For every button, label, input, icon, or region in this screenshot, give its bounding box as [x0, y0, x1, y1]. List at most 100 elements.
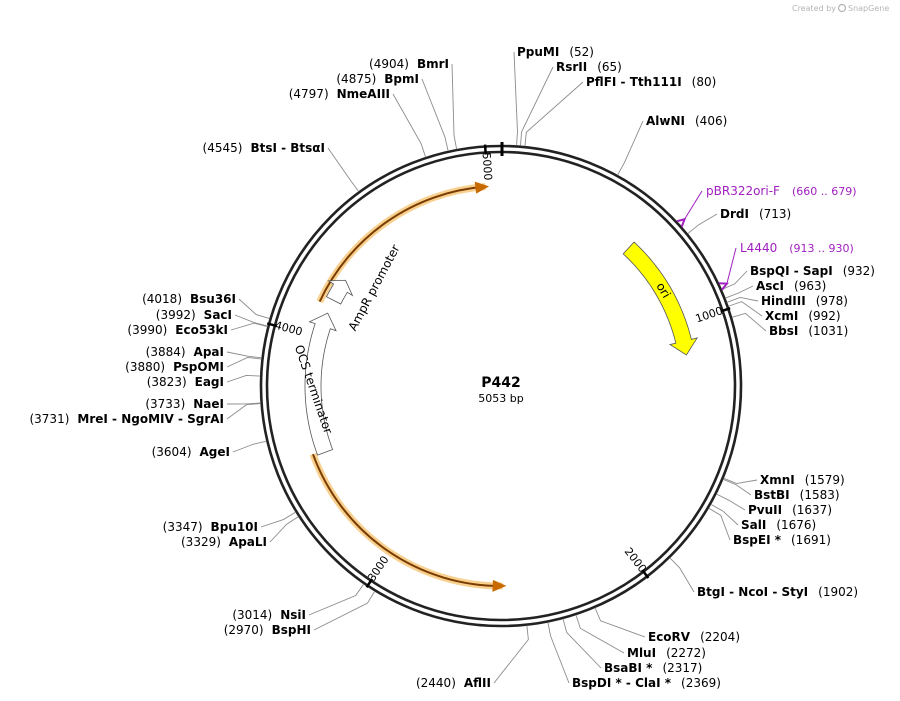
site-labels: PpuMI(52)RsrII(65)PflFI - Tth111I(80) Alw…	[29, 45, 874, 690]
restriction-site-label[interactable]: AscI(963)	[756, 279, 826, 293]
restriction-site-label[interactable]: AlwNI(406)	[646, 114, 727, 128]
site-leader-line	[234, 314, 268, 327]
tick-mark	[483, 144, 487, 155]
orf-arrowhead	[492, 579, 507, 592]
restriction-site-label[interactable]: HindIII(978)	[761, 294, 848, 308]
site-leader-line	[723, 477, 758, 485]
site-leader-line	[238, 298, 270, 319]
site-leader-line	[451, 63, 458, 150]
restriction-site-label[interactable]: BspDI * - ClaI *(2369)	[572, 676, 721, 690]
restriction-site-label[interactable]: BstBI(1583)	[754, 488, 840, 502]
site-leader-line	[226, 356, 262, 368]
site-leader-lines	[226, 51, 767, 684]
site-leader-line	[575, 614, 625, 654]
site-leader-line	[421, 78, 449, 151]
restriction-site-label[interactable]: (3733)NaeI	[145, 397, 224, 411]
site-leader-line	[392, 93, 427, 158]
restriction-site-label[interactable]: BspEI *(1691)	[733, 533, 831, 547]
tick-label: 3000	[365, 553, 391, 584]
site-leader-line	[669, 557, 695, 593]
site-leader-line	[226, 403, 261, 420]
restriction-site-label[interactable]: (3347)Bpu10I	[163, 520, 258, 534]
restriction-site-label[interactable]: (4875)BpmI	[336, 72, 419, 86]
tick-mark	[365, 578, 374, 588]
feature-arrow[interactable]	[622, 241, 699, 356]
restriction-site-label[interactable]: (3731)MreI - NgoMIV - SgrAI	[29, 412, 224, 426]
primer-label[interactable]: pBR322ori-F(660 .. 679)	[706, 184, 857, 198]
feature-label: AmpR promoter	[346, 242, 403, 333]
site-leader-line	[547, 622, 570, 684]
site-leader-line	[226, 351, 262, 359]
restriction-site-label[interactable]: BspQI - SapI(932)	[750, 264, 875, 278]
site-leader-line	[594, 607, 646, 638]
restriction-site-label[interactable]: (3990)Eco53kI	[127, 323, 228, 337]
orf-arrow[interactable]	[318, 185, 486, 303]
tick-label: 1000	[694, 304, 725, 325]
restriction-site-label[interactable]: (3014)NsiI	[232, 608, 306, 622]
site-leader-line	[708, 507, 731, 541]
restriction-site-label[interactable]: XmnI(1579)	[760, 473, 845, 487]
credit-created-by: Created by	[792, 4, 836, 13]
orf-arrow[interactable]	[312, 453, 503, 587]
site-leader-line	[716, 493, 746, 511]
site-leader-line	[524, 81, 584, 147]
restriction-site-label[interactable]: (3880)PspOMI	[125, 360, 224, 374]
site-leader-line	[493, 625, 529, 684]
restriction-site-label[interactable]: PpuMI(52)	[517, 45, 594, 59]
restriction-site-label[interactable]: (2970)BspHI	[224, 623, 311, 637]
restriction-site-label[interactable]: (3823)EagI	[147, 375, 224, 389]
tick-label: 4000	[273, 319, 303, 339]
tick-mark	[720, 307, 731, 313]
credit-brand: SnapGene	[848, 4, 889, 13]
site-leader-line	[226, 375, 261, 383]
site-leader-line	[232, 440, 267, 453]
restriction-site-label[interactable]: BtgI - NcoI - StyI(1902)	[697, 585, 858, 599]
primer-label[interactable]: L4440(913 .. 930)	[740, 241, 854, 255]
restriction-site-label[interactable]: (4797)NmeAIII	[289, 87, 390, 101]
restriction-site-label[interactable]: XcmI(992)	[765, 309, 841, 323]
snapgene-logo-icon	[837, 3, 847, 13]
feature-arrow[interactable]	[304, 312, 337, 456]
restriction-site-label[interactable]: BbsI(1031)	[769, 324, 848, 338]
site-leader-line	[520, 66, 554, 146]
restriction-site-label[interactable]: (3884)ApaI	[146, 345, 224, 359]
site-leader-line	[725, 285, 754, 299]
restriction-site-label[interactable]: EcoRV(2204)	[648, 630, 740, 644]
site-leader-line	[562, 618, 602, 669]
site-leader-line	[728, 301, 763, 317]
site-leader-line	[723, 478, 752, 496]
plasmid-name: P442	[481, 375, 520, 391]
site-leader-line	[726, 296, 759, 303]
site-leader-line	[710, 503, 739, 526]
site-leader-line	[226, 402, 261, 405]
restriction-site-label[interactable]: (3992)SacI	[156, 308, 232, 322]
restriction-site-label[interactable]: (2440)AflII	[416, 676, 491, 690]
restriction-site-label[interactable]: (4545)BtsI - BtsαI	[203, 141, 325, 155]
site-leader-line	[731, 312, 767, 332]
restriction-site-label[interactable]: (4904)BmrI	[369, 57, 449, 71]
site-leader-line	[260, 511, 296, 528]
site-leader-line	[313, 591, 376, 631]
restriction-site-label[interactable]: (4018)Bsu36I	[142, 292, 236, 306]
primer-labels: pBR322ori-F(660 .. 679) L4440(913 .. 930)	[676, 184, 857, 291]
restriction-site-label[interactable]: RsrII(65)	[556, 60, 622, 74]
site-leader-line	[269, 516, 299, 543]
site-leader-line	[327, 147, 360, 192]
primer-leader-line	[684, 190, 703, 220]
primer-leader-line	[726, 247, 737, 284]
tick-mark	[641, 569, 650, 579]
restriction-site-label[interactable]: BsaBI *(2317)	[604, 661, 702, 675]
restriction-site-label[interactable]: DrdI(713)	[720, 207, 791, 221]
site-leader-line	[230, 322, 268, 331]
restriction-site-label[interactable]: MluI(2272)	[627, 646, 706, 660]
plasmid-length: 5053 bp	[478, 392, 523, 405]
restriction-site-label[interactable]: (3604)AgeI	[152, 445, 230, 459]
restriction-site-label[interactable]: (3329)ApaLI	[181, 535, 267, 549]
restriction-site-label[interactable]: SalI(1676)	[741, 518, 816, 532]
restriction-site-label[interactable]: PflFI - Tth111I(80)	[586, 75, 716, 89]
restriction-site-label[interactable]: PvuII(1637)	[748, 503, 832, 517]
feature-arrow[interactable]	[325, 279, 354, 305]
